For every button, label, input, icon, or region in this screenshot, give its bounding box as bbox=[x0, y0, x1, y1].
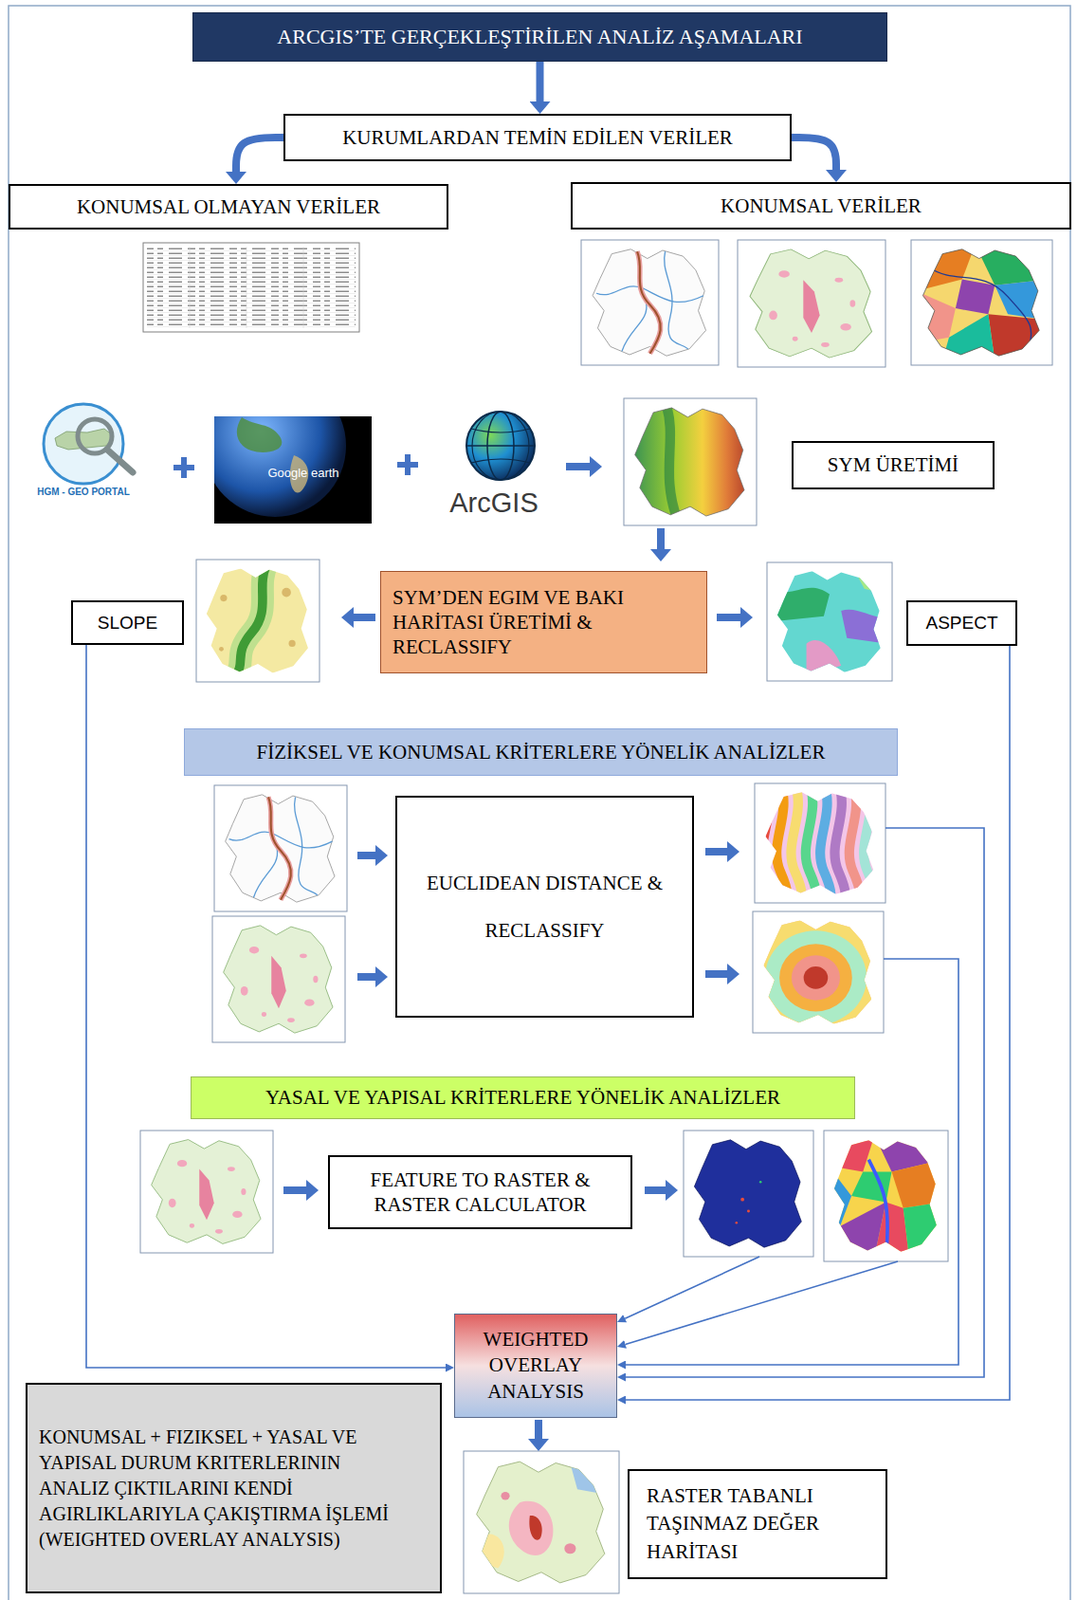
map-thumbnail bbox=[140, 1130, 274, 1253]
map-thumbnail bbox=[581, 239, 719, 366]
layer-label-box: SLOPE bbox=[71, 600, 184, 645]
category-box: KONUMSAL OLMAYAN VERİLER bbox=[8, 183, 449, 230]
box-text: SLOPE bbox=[82, 611, 173, 635]
source-box: KURUMLARDAN TEMİN EDİLEN VERİLER bbox=[283, 113, 792, 162]
table-thumbnail bbox=[303, 246, 305, 329]
map-thumbnail bbox=[706, 876, 925, 1078]
section-band: YASAL VE YAPISAL KRİTERLERE YÖNELİK ANAL… bbox=[190, 1076, 856, 1119]
box-text: KONUMSAL OLMAYAN VERİLER bbox=[19, 194, 438, 220]
hgm-logo bbox=[107, 449, 133, 473]
layer-label-box: ASPECT bbox=[906, 600, 1018, 646]
flow-arrow bbox=[791, 137, 837, 170]
box-text: EUCLIDEAN DISTANCE & RECLASSIFY bbox=[406, 858, 683, 954]
box-text: ARCGIS’TE GERÇEKLEŞTİRİLEN ANALİZ AŞAMAL… bbox=[202, 23, 877, 51]
process-box: SYM’DEN EGIM VE BAKI HARİTASI ÜRETİMİ & … bbox=[380, 570, 708, 674]
map-thumbnail bbox=[693, 1139, 802, 1247]
process-arrow bbox=[357, 851, 376, 859]
arcgis-logo bbox=[466, 411, 535, 480]
overlay-input-line bbox=[625, 958, 959, 1365]
map-thumbnail bbox=[828, 1134, 944, 1257]
arcgis-logo bbox=[466, 444, 535, 447]
google-earth-logo bbox=[237, 417, 282, 453]
table-thumbnail bbox=[143, 242, 360, 332]
process-arrow bbox=[644, 1186, 666, 1194]
map-thumbnail bbox=[200, 564, 315, 677]
output-box: RASTER TABANLI TAŞINMAZ DEĞER HARİTASI bbox=[627, 1468, 888, 1579]
hgm-logo bbox=[43, 403, 124, 484]
process-arrow bbox=[565, 462, 590, 471]
map-thumbnail bbox=[683, 1130, 814, 1257]
plus-sign bbox=[404, 454, 411, 475]
process-arrow bbox=[353, 613, 376, 621]
flow-arrow bbox=[236, 137, 284, 172]
map-thumbnail bbox=[225, 794, 335, 902]
note-box: KONUMSAL + FIZIKSEL + YASAL VE YAPISAL D… bbox=[25, 1382, 442, 1593]
process-box: WEIGHTED OVERLAY ANALYSIS bbox=[454, 1313, 618, 1418]
map-thumbnail bbox=[151, 1139, 261, 1244]
map-thumbnail bbox=[737, 239, 886, 367]
map-thumbnail bbox=[476, 1460, 614, 1583]
process-arrow bbox=[283, 1186, 307, 1194]
overlay-input-line bbox=[625, 1260, 898, 1344]
outer-frame bbox=[8, 5, 1071, 1600]
flow-arrow bbox=[536, 61, 545, 102]
table-thumbnail bbox=[246, 246, 248, 329]
box-text: RASTER TABANLI TAŞINMAZ DEĞER HARİTASI bbox=[646, 1481, 869, 1566]
box-text: KURUMLARDAN TEMİN EDİLEN VERİLER bbox=[294, 125, 781, 150]
arcgis-logo bbox=[471, 458, 530, 463]
process-arrow bbox=[705, 969, 728, 978]
section-band: FİZİKSEL VE KONUMSAL KRİTERLERE YÖNELİK … bbox=[183, 728, 898, 776]
process-arrow bbox=[657, 528, 665, 549]
map-thumbnail bbox=[223, 925, 333, 1033]
box-text: ASPECT bbox=[917, 611, 1006, 635]
map-thumbnail bbox=[749, 249, 873, 358]
hgm-logo bbox=[54, 428, 114, 450]
map-thumbnail bbox=[911, 239, 1053, 366]
plus-sign bbox=[181, 456, 187, 478]
process-arrow bbox=[716, 613, 741, 621]
process-arrow bbox=[705, 847, 728, 856]
map-thumbnail bbox=[196, 559, 320, 682]
map-thumbnail bbox=[766, 562, 893, 681]
box-text: SYM’DEN EGIM VE BAKI HARİTASI ÜRETİMİ & … bbox=[392, 584, 695, 660]
table-thumbnail bbox=[189, 246, 191, 329]
map-thumbnail bbox=[823, 1130, 949, 1261]
map-thumbnail bbox=[916, 244, 1048, 361]
process-box: EUCLIDEAN DISTANCE & RECLASSIFY bbox=[395, 795, 694, 1018]
map-thumbnail bbox=[214, 784, 347, 912]
hgm-logo bbox=[43, 403, 133, 484]
logo-label: ArcGIS bbox=[432, 487, 556, 519]
arcgis-logo bbox=[471, 428, 530, 433]
box-text: FİZİKSEL VE KONUMSAL KRİTERLERE YÖNELİK … bbox=[194, 739, 888, 765]
map-thumbnail bbox=[628, 402, 752, 521]
process-arrow bbox=[357, 972, 376, 981]
process-box: FEATURE TO RASTER & RASTER CALCULATOR bbox=[328, 1154, 633, 1229]
map-thumbnail bbox=[592, 249, 706, 356]
logo-label: HGM - GEO PORTAL bbox=[26, 486, 141, 497]
category-box: KONUMSAL VERİLER bbox=[570, 182, 1072, 230]
map-thumbnail bbox=[463, 1450, 620, 1593]
arcgis-logo bbox=[466, 411, 535, 480]
box-text: SYM ÜRETİMİ bbox=[803, 452, 984, 477]
google-earth-logo bbox=[203, 374, 372, 524]
process-arrow bbox=[283, 466, 741, 1439]
box-text: WEIGHTED OVERLAY ANALYSIS bbox=[464, 1326, 607, 1405]
map-thumbnail bbox=[212, 915, 346, 1042]
logo-label: Google earth bbox=[251, 465, 356, 480]
box-text: FEATURE TO RASTER & RASTER CALCULATOR bbox=[339, 1167, 621, 1218]
output-box: SYM ÜRETİMİ bbox=[791, 440, 995, 490]
arcgis-logo bbox=[466, 411, 535, 480]
title-box: ARCGIS’TE GERÇEKLEŞTİRİLEN ANALİZ AŞAMAL… bbox=[192, 12, 888, 62]
box-text: KONUMSAL + FIZIKSEL + YASAL VE YAPISAL D… bbox=[38, 1423, 402, 1552]
process-arrow bbox=[534, 1419, 543, 1439]
map-thumbnail bbox=[623, 398, 757, 526]
map-thumbnail bbox=[759, 782, 881, 904]
map-thumbnail bbox=[771, 566, 888, 677]
box-text: KONUMSAL VERİLER bbox=[582, 193, 1060, 219]
box-text: YASAL VE YAPISAL KRİTERLERE YÖNELİK ANAL… bbox=[200, 1084, 845, 1110]
table-thumbnail bbox=[146, 246, 356, 329]
table-thumbnail bbox=[143, 242, 360, 332]
